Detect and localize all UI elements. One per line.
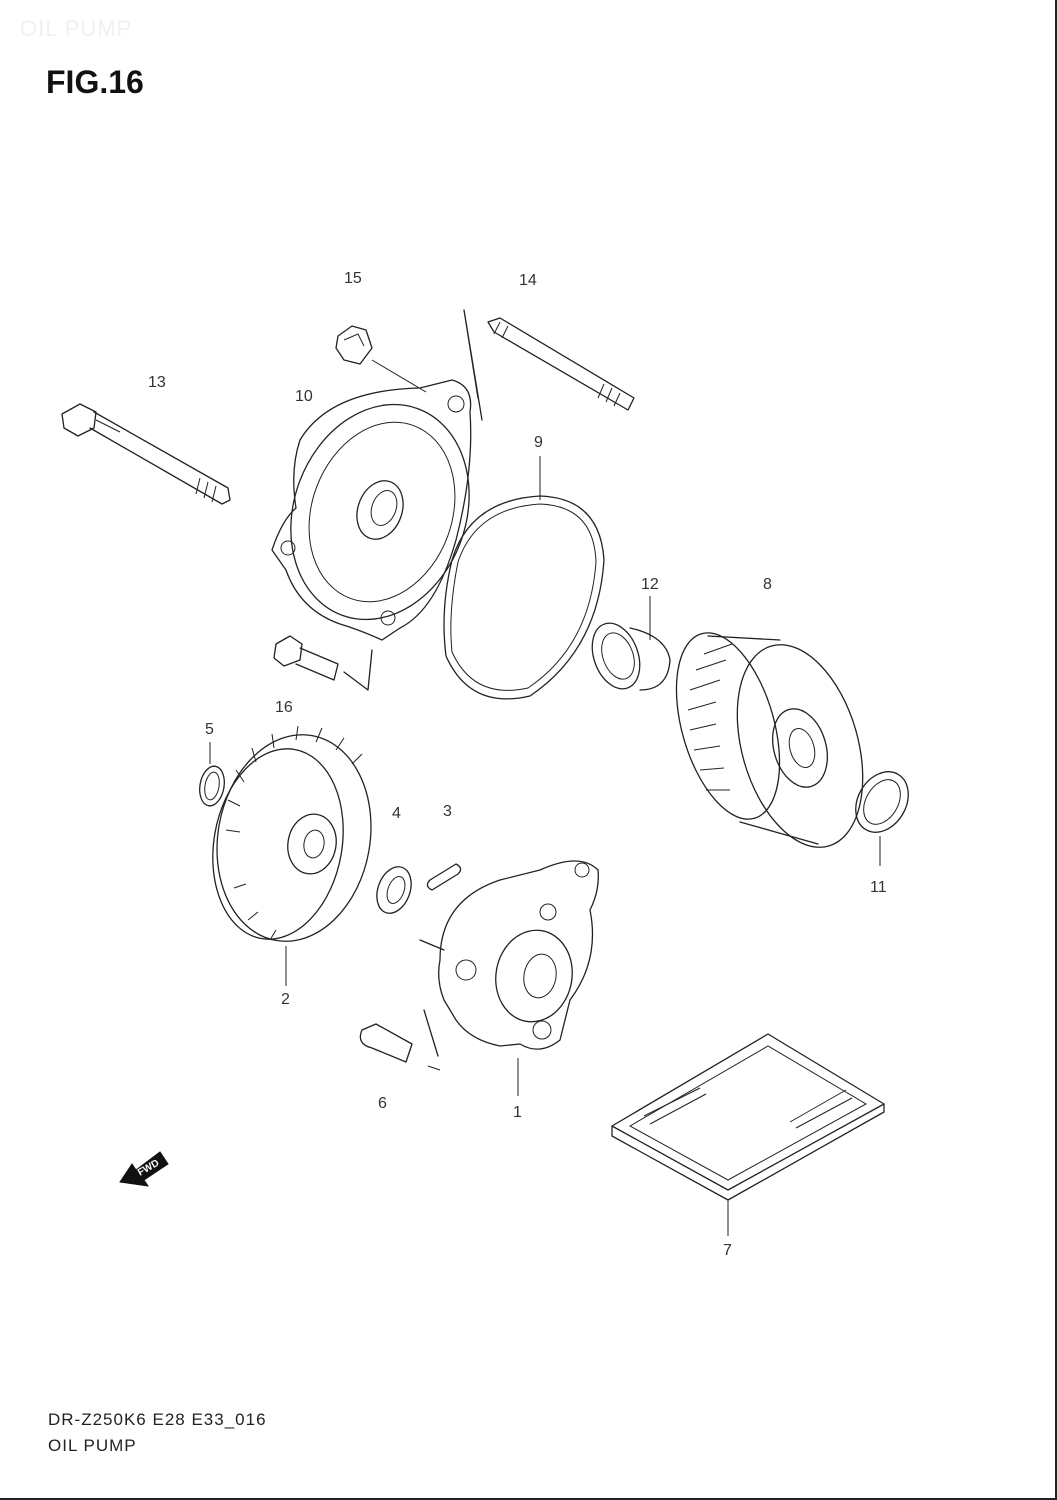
- part-number-11: 11: [870, 879, 887, 896]
- part-16-bolt: [273, 635, 373, 691]
- part-number-8: 8: [763, 576, 772, 593]
- part-10-pump-cover: [271, 379, 472, 641]
- part-1-pump-body: [419, 860, 599, 1096]
- part-11-o-ring: [855, 771, 909, 866]
- part-number-12: 12: [641, 576, 659, 593]
- part-8-oil-filter: [675, 632, 864, 848]
- part-2-gear: [212, 725, 372, 986]
- part-4-washer: [376, 866, 412, 914]
- part-number-labels: 1 2 3 4 5 6 7 8 9 10 11 12 13 14 15 16: [148, 270, 887, 1259]
- leader-lines: [539, 456, 651, 640]
- part-number-3: 3: [443, 803, 452, 820]
- watermark-text: OIL PUMP: [20, 16, 133, 41]
- part-number-10: 10: [295, 388, 313, 405]
- part-number-5: 5: [205, 721, 214, 738]
- part-14-stud: [463, 309, 635, 421]
- part-6-dowel: [359, 1023, 441, 1071]
- part-5-circlip: [199, 742, 225, 807]
- part-number-15: 15: [344, 270, 362, 287]
- part-number-4: 4: [392, 805, 401, 822]
- part-number-14: 14: [519, 272, 537, 289]
- part-number-6: 6: [378, 1095, 387, 1112]
- part-number-16: 16: [275, 699, 293, 716]
- part-12-ring: [591, 622, 671, 691]
- part-number-1: 1: [513, 1104, 522, 1121]
- part-15-nut: [335, 325, 427, 393]
- part-9-gasket: [443, 495, 605, 700]
- part-number-2: 2: [281, 991, 290, 1008]
- part-number-13: 13: [148, 374, 166, 391]
- figure-title: FIG.16: [46, 64, 144, 100]
- footer-model-code: DR-Z250K6 E28 E33_016: [48, 1410, 267, 1429]
- part-3-pin: [426, 863, 462, 891]
- part-13-bolt: [61, 403, 231, 505]
- fwd-arrow-icon: FWD: [119, 1151, 169, 1187]
- part-7-strainer: [611, 1033, 885, 1236]
- part-number-9: 9: [534, 434, 543, 451]
- footer-section-name: OIL PUMP: [48, 1436, 137, 1455]
- part-number-7: 7: [723, 1242, 732, 1259]
